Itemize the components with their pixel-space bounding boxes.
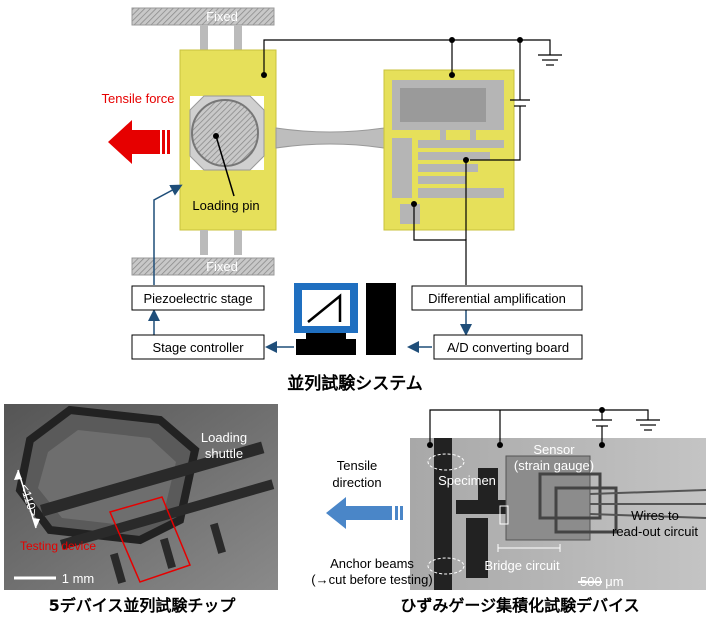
chip-caption: 5デバイス並列試験チップ (49, 596, 237, 615)
chip-scale-label: 1 mm (62, 571, 95, 586)
differential-amp-box: Differential amplification (411, 285, 583, 311)
tensile-force-arrow: Tensile force (102, 91, 175, 164)
bridge-circuit-label: Bridge circuit (484, 558, 560, 573)
wires-label-1: Wires to (631, 508, 679, 523)
fixed-top-label: Fixed (206, 9, 238, 24)
control-arrows (148, 184, 472, 353)
testing-device-label: Testing device (20, 539, 96, 553)
tensile-force-label: Tensile force (102, 91, 175, 106)
tensile-direction-label-2: direction (332, 475, 381, 490)
loading-stage: Loading pin (179, 49, 385, 231)
sensor-label-1: Sensor (533, 442, 575, 457)
gauge-device-image: Specimen Sensor (strain gauge) Wires to … (410, 438, 707, 590)
differential-amp-label: Differential amplification (428, 291, 566, 306)
anchor-beams-label-2: (→cut before testing) (311, 572, 432, 587)
loading-shuttle-label-1: Loading (201, 430, 247, 445)
ad-board-label: A/D converting board (447, 340, 569, 355)
anchor-beams-label-1: Anchor beams (330, 556, 414, 571)
gauge-scale-label: 500 μm (580, 574, 624, 589)
sem-chip-image: Loading shuttle <110> Testing device 1 m… (4, 404, 278, 590)
loading-pin-disc (191, 99, 259, 167)
fixed-top-block: Fixed (131, 7, 275, 50)
ad-board-box: A/D converting board (433, 334, 583, 360)
specimen-label: Specimen (438, 473, 496, 488)
stage-controller-box: Stage controller (131, 334, 265, 360)
computer-icon (294, 283, 396, 355)
piezo-stage-box: Piezoelectric stage (131, 285, 265, 311)
system-caption: 並列試験システム (287, 373, 423, 394)
sensor-label-2: (strain gauge) (514, 458, 594, 473)
loading-pin-label: Loading pin (192, 198, 259, 213)
gauge-caption: ひずみゲージ集積化試験デバイス (400, 596, 639, 615)
circuit-wiring (263, 39, 562, 285)
fixed-bottom-label: Fixed (206, 259, 238, 274)
piezo-stage-label: Piezoelectric stage (143, 291, 252, 306)
gauge-wiring (429, 409, 660, 445)
wires-label-2: read-out circuit (612, 524, 698, 539)
fixed-bottom-block: Fixed (131, 230, 275, 276)
sensor-chip (383, 69, 515, 231)
tensile-direction-arrow: Tensile direction (326, 458, 403, 529)
tensile-direction-label-1: Tensile (337, 458, 377, 473)
stage-controller-label: Stage controller (152, 340, 244, 355)
loading-shuttle-label-2: shuttle (205, 446, 243, 461)
